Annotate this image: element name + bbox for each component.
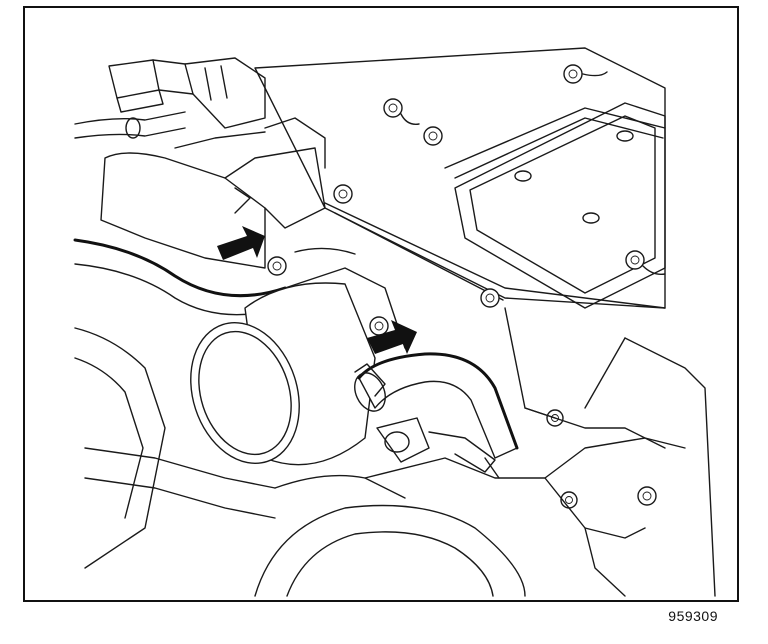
manifold-bolt	[625, 250, 666, 276]
manifold-bolt	[480, 288, 500, 308]
figure-number: 959309	[668, 608, 718, 624]
throttle-body	[190, 247, 406, 466]
arrow-pointer-icon	[217, 226, 265, 260]
manifold-bolt	[637, 486, 657, 506]
vacuum-line	[74, 111, 186, 139]
manifold-bolt	[423, 126, 443, 146]
engine-illustration	[73, 47, 716, 597]
coolant-hose-right	[354, 352, 519, 459]
lower-engine-block	[74, 307, 716, 597]
hose-fitting	[376, 417, 500, 479]
illustration-frame	[23, 6, 739, 602]
arrow-pointer-icon	[367, 320, 417, 354]
electrical-connector	[108, 57, 266, 129]
manifold-bolt	[563, 64, 608, 84]
intake-manifold-cover	[254, 47, 666, 309]
throttle-body-bracket	[100, 117, 326, 269]
manifold-bolt	[333, 184, 353, 204]
manifold-bolt	[383, 98, 420, 125]
